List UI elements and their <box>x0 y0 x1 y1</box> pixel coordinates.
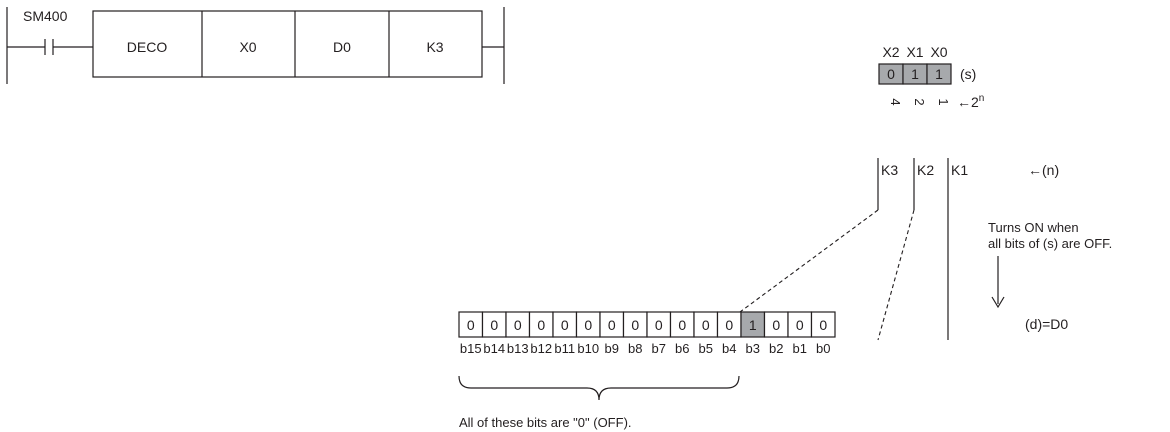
dest-value-b8: 0 <box>631 317 639 333</box>
dest-value-b2: 0 <box>772 317 780 333</box>
bit-label-b3: b3 <box>746 341 760 356</box>
weight-1: 1 <box>936 98 951 105</box>
source-header-x0: X0 <box>930 44 947 60</box>
source-header-x1: X1 <box>906 44 923 60</box>
upper-bits-note: All of these bits are "0" (OFF). <box>459 415 632 430</box>
dest-value-b7: 0 <box>655 317 663 333</box>
ladder-rung <box>6 7 505 84</box>
dest-register <box>458 311 836 338</box>
source-value-x0: 1 <box>935 66 943 82</box>
dest-value-b9: 0 <box>608 317 616 333</box>
bit-label-b8: b8 <box>628 341 642 356</box>
dest-value-b1: 0 <box>796 317 804 333</box>
turns-on-note-line1: Turns ON when <box>988 220 1079 235</box>
n-label-k2: K2 <box>917 162 934 178</box>
dest-value-b12: 0 <box>537 317 545 333</box>
bit-label-b12: b12 <box>530 341 552 356</box>
bit-label-b6: b6 <box>675 341 689 356</box>
bit-label-b1: b1 <box>793 341 807 356</box>
turns-on-note-line2: all bits of (s) are OFF. <box>988 236 1112 251</box>
dest-value-b5: 0 <box>702 317 710 333</box>
instruction-box <box>92 10 483 78</box>
dest-tag: (d)=D0 <box>1025 316 1068 332</box>
map-line-k3 <box>739 209 879 313</box>
instruction-name: DECO <box>127 39 168 55</box>
operand-s: X0 <box>239 39 256 55</box>
contact-label: SM400 <box>23 8 68 24</box>
upper-bits-brace <box>458 375 740 401</box>
dest-value-b0: 0 <box>819 317 827 333</box>
source-cells <box>878 63 952 85</box>
n-label-k1: K1 <box>951 162 968 178</box>
dest-value-b15: 0 <box>467 317 475 333</box>
bit-label-b7: b7 <box>652 341 666 356</box>
source-value-x1: 1 <box>911 66 919 82</box>
dest-value-b11: 0 <box>561 317 569 333</box>
bit-label-b11: b11 <box>554 341 575 356</box>
n-caption: ←(n) <box>1028 162 1059 178</box>
map-line-k2 <box>877 209 915 341</box>
source-cell-x0 <box>926 63 952 85</box>
weight-4: 4 <box>888 98 903 105</box>
bit-label-b13: b13 <box>507 341 529 356</box>
operand-n: K3 <box>426 39 443 55</box>
bit-label-b0: b0 <box>816 341 830 356</box>
bit-label-b15: b15 <box>460 341 482 356</box>
n-label-k3: K3 <box>881 162 898 178</box>
bit-label-b10: b10 <box>577 341 599 356</box>
mapping-lines <box>739 209 915 341</box>
operand-d: D0 <box>333 39 351 55</box>
dest-value-b13: 0 <box>514 317 522 333</box>
weight-label: ←2n <box>957 93 984 110</box>
dest-cell-b0 <box>810 311 836 338</box>
bit-label-b9: b9 <box>605 341 619 356</box>
source-tag: (s) <box>960 66 976 82</box>
bit-label-b2: b2 <box>769 341 783 356</box>
dest-value-b14: 0 <box>490 317 498 333</box>
source-value-x2: 0 <box>887 66 895 82</box>
dest-value-b6: 0 <box>678 317 686 333</box>
source-header-x2: X2 <box>882 44 899 60</box>
bit-label-b4: b4 <box>722 341 736 356</box>
weight-superscript: n <box>979 93 985 104</box>
dest-value-b4: 0 <box>725 317 733 333</box>
n-scale-ticks <box>877 158 949 340</box>
dest-value-b10: 0 <box>584 317 592 333</box>
bit-label-b5: b5 <box>699 341 713 356</box>
turns-on-arrow <box>991 256 1005 309</box>
bit-label-b14: b14 <box>483 341 505 356</box>
weight-2: 2 <box>912 98 927 105</box>
dest-value-b3: 1 <box>749 317 757 333</box>
